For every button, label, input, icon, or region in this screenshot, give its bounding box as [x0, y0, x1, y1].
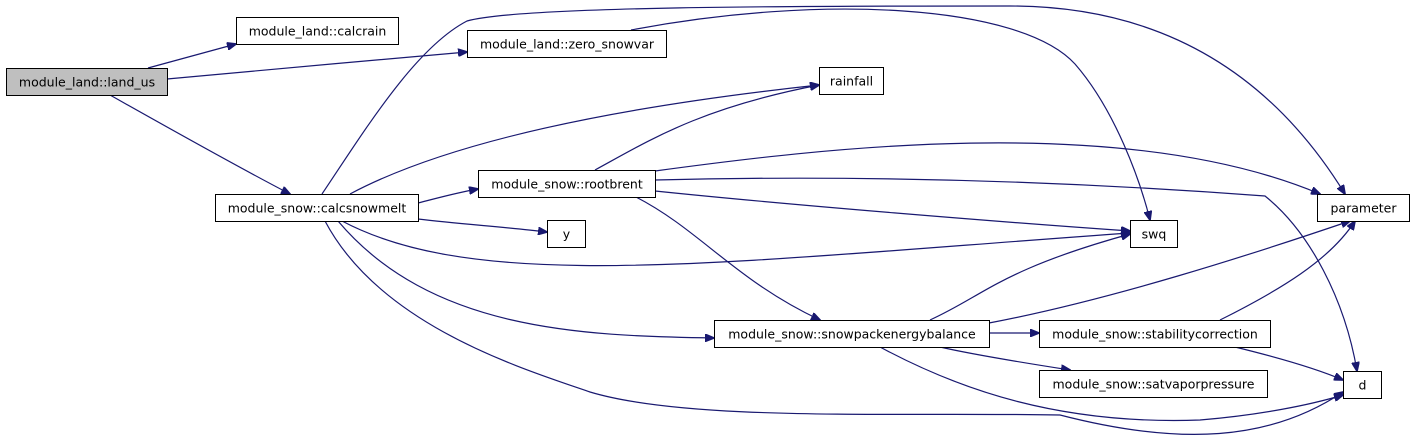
- node-y[interactable]: y: [547, 220, 586, 248]
- edge-calcsnowmelt-to-rainfall: [349, 85, 819, 195]
- node-label: module_land::land_us: [19, 75, 155, 90]
- node-box: [1039, 370, 1268, 398]
- node-label: module_land::calcrain: [249, 24, 387, 39]
- node-label: swq: [1142, 227, 1167, 242]
- node-box: [467, 30, 667, 58]
- node-box: [478, 170, 656, 198]
- node-box: [215, 194, 419, 222]
- edge-land_us-to-zero_snowvar: [166, 52, 467, 80]
- node-label: module_snow::satvaporpressure: [1053, 377, 1255, 392]
- node-stabilitycorrection[interactable]: module_snow::stabilitycorrection: [1039, 320, 1271, 348]
- node-calcsnowmelt[interactable]: module_snow::calcsnowmelt: [215, 194, 419, 222]
- node-box: [1317, 194, 1410, 222]
- node-box: [1343, 371, 1382, 399]
- node-rootbrent[interactable]: module_snow::rootbrent: [478, 170, 656, 198]
- node-zero-snowvar[interactable]: module_land::zero_snowvar: [467, 30, 667, 58]
- edge-layer: [109, 5, 1357, 435]
- node-label: y: [563, 227, 571, 242]
- node-label: module_snow::stabilitycorrection: [1052, 327, 1258, 342]
- edge-rootbrent-to-d: [654, 177, 1357, 371]
- node-box: [714, 320, 990, 348]
- edge-snowpackenergybalance-to-swq: [929, 234, 1130, 321]
- edge-stabilitycorrection-to-parameter: [1219, 221, 1355, 321]
- edge-zero_snowvar-to-swq: [630, 8, 1150, 220]
- node-calcrain[interactable]: module_land::calcrain: [236, 17, 399, 45]
- edge-snowpackenergybalance-to-parameter: [988, 221, 1350, 324]
- node-box: [236, 17, 399, 45]
- edge-calcsnowmelt-to-swq: [341, 220, 1130, 267]
- edge-calcsnowmelt-to-parameter: [321, 5, 1345, 194]
- edge-calcsnowmelt-to-rootbrent: [417, 189, 478, 204]
- node-label: parameter: [1331, 201, 1398, 216]
- edge-calcsnowmelt-to-y: [417, 218, 547, 232]
- node-box: [819, 67, 884, 95]
- node-snowpackenergybalance[interactable]: module_snow::snowpackenergybalance: [714, 320, 990, 348]
- edge-land_us-to-calcrain: [147, 44, 236, 69]
- node-label: rainfall: [830, 74, 873, 89]
- node-label: module_snow::snowpackenergybalance: [728, 327, 976, 342]
- edge-snowpackenergybalance-to-d: [879, 346, 1343, 422]
- edge-stabilitycorrection-to-d: [1234, 346, 1343, 380]
- node-label: d: [1359, 378, 1367, 393]
- node-label: module_snow::rootbrent: [491, 177, 643, 192]
- edge-rootbrent-to-parameter: [654, 142, 1320, 194]
- edge-land_us-to-calcsnowmelt: [109, 94, 290, 194]
- node-box: [1039, 320, 1271, 348]
- node-box: [6, 68, 168, 96]
- edge-rootbrent-to-snowpackenergybalance: [635, 196, 820, 320]
- node-land-us[interactable]: module_land::land_us: [6, 68, 168, 96]
- edge-rootbrent-to-swq: [654, 190, 1130, 231]
- edge-snowpackenergybalance-to-satvaporpressure: [939, 346, 1070, 370]
- node-box: [547, 220, 586, 248]
- edge-rootbrent-to-rainfall: [594, 85, 819, 171]
- node-label: module_snow::calcsnowmelt: [228, 201, 407, 216]
- node-d[interactable]: d: [1343, 371, 1382, 399]
- node-satvaporpressure[interactable]: module_snow::satvaporpressure: [1039, 370, 1268, 398]
- node-parameter[interactable]: parameter: [1317, 194, 1410, 222]
- node-label: module_land::zero_snowvar: [480, 37, 655, 52]
- edge-calcsnowmelt-to-d: [324, 220, 1343, 435]
- node-box: [1130, 220, 1178, 248]
- node-swq[interactable]: swq: [1130, 220, 1178, 248]
- node-layer: module_land::land_us module_land::calcrai…: [6, 17, 1410, 399]
- edge-calcsnowmelt-to-snowpackenergybalance: [337, 220, 714, 338]
- node-rainfall[interactable]: rainfall: [819, 67, 884, 95]
